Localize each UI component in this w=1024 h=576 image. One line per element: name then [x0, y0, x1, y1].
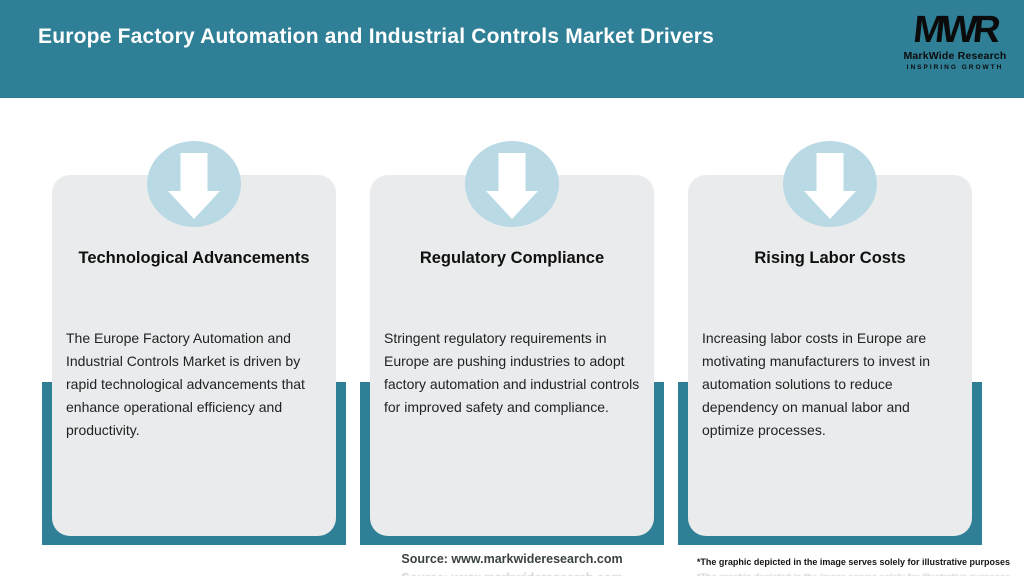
brand-logo: MWR MarkWide Research INSPIRING GROWTH — [900, 9, 1010, 71]
icon-circle — [147, 141, 241, 227]
card-body: The Europe Factory Automation and Indust… — [66, 330, 305, 438]
card-title: Technological Advancements — [78, 249, 310, 267]
driver-column-technological-advancements: Technological Advancements The Europe Fa… — [42, 141, 346, 545]
page-title: Europe Factory Automation and Industrial… — [38, 25, 714, 48]
driver-column-regulatory-compliance: Regulatory Compliance Stringent regulato… — [360, 141, 664, 545]
icon-circle — [465, 141, 559, 227]
card-title: Rising Labor Costs — [754, 249, 906, 267]
header-bar: Europe Factory Automation and Industrial… — [0, 0, 1024, 98]
driver-card — [370, 175, 654, 536]
down-arrow-icon — [168, 153, 220, 219]
logo-monogram-icon: MWR — [911, 9, 999, 51]
down-arrow-icon — [486, 153, 538, 219]
card-title: Regulatory Compliance — [419, 249, 605, 267]
driver-column-rising-labor-costs: Rising Labor Costs Increasing labor cost… — [678, 141, 982, 545]
icon-circle — [783, 141, 877, 227]
footer-source-ghost: Source: www.markwideresearch.com — [0, 571, 1024, 576]
logo-name: MarkWide Research — [903, 50, 1007, 62]
logo-tagline: INSPIRING GROWTH — [906, 64, 1004, 71]
down-arrow-icon — [804, 153, 856, 219]
card-body: Increasing labor costs in Europe are mot… — [702, 330, 930, 438]
driver-card — [688, 175, 972, 536]
card-body: Stringent regulatory requirements in Eur… — [384, 330, 640, 415]
footer-source: Source: www.markwideresearch.com — [401, 552, 623, 566]
footer-disclaimer-ghost: *The graphic depicted in the image serve… — [697, 572, 1010, 576]
driver-card — [52, 175, 336, 536]
footer-disclaimer: *The graphic depicted in the image serve… — [696, 557, 1010, 567]
